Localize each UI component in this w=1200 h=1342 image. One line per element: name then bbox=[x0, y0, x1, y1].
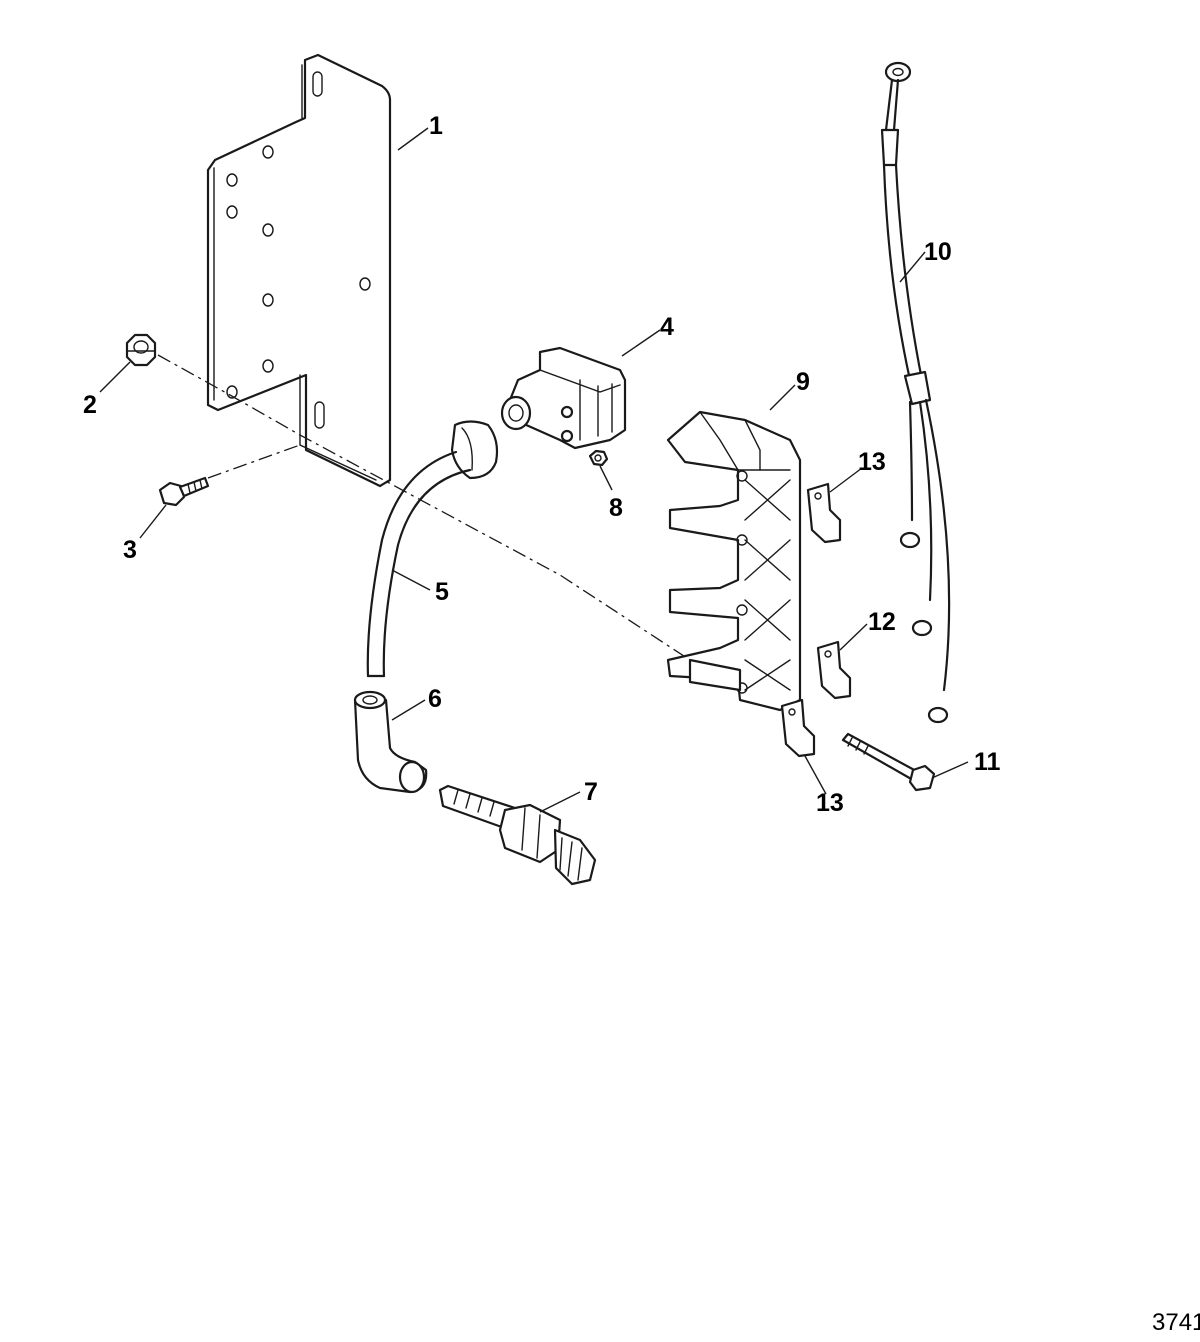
callout-13-lower: 13 bbox=[816, 789, 844, 817]
screw bbox=[158, 476, 210, 507]
long-bolt bbox=[841, 732, 936, 792]
spark-plug-lead bbox=[366, 420, 499, 678]
hex-nut bbox=[125, 333, 157, 367]
small-nut bbox=[588, 449, 609, 467]
callout-labels: 1 2 3 4 5 6 7 8 9 10 11 12 13 13 bbox=[83, 112, 1001, 817]
callout-7: 7 bbox=[584, 778, 598, 806]
callout-13-upper: 13 bbox=[858, 448, 886, 476]
spark-plug bbox=[438, 784, 597, 886]
callout-5: 5 bbox=[435, 578, 449, 606]
callout-3: 3 bbox=[123, 536, 137, 564]
figure-number: 3741 bbox=[1152, 1309, 1200, 1336]
clip-lower bbox=[780, 698, 816, 758]
ground-wire-harness bbox=[880, 61, 951, 724]
callout-6: 6 bbox=[428, 685, 442, 713]
callout-4: 4 bbox=[660, 313, 674, 341]
callout-leaders bbox=[99, 127, 969, 813]
spark-plug-boot bbox=[353, 690, 428, 794]
callout-1: 1 bbox=[429, 112, 443, 140]
callout-12: 12 bbox=[868, 608, 896, 636]
ignition-coil bbox=[500, 346, 627, 450]
callout-10: 10 bbox=[924, 238, 952, 266]
callout-2: 2 bbox=[83, 391, 97, 419]
mounting-bracket bbox=[206, 53, 392, 488]
coil-mounting-plate bbox=[666, 410, 802, 712]
callout-11: 11 bbox=[974, 748, 1001, 776]
callout-9: 9 bbox=[796, 368, 810, 396]
callout-8: 8 bbox=[609, 494, 623, 522]
clip-middle bbox=[816, 640, 852, 700]
clip-upper bbox=[806, 482, 842, 544]
assembly-centerlines bbox=[157, 354, 691, 661]
